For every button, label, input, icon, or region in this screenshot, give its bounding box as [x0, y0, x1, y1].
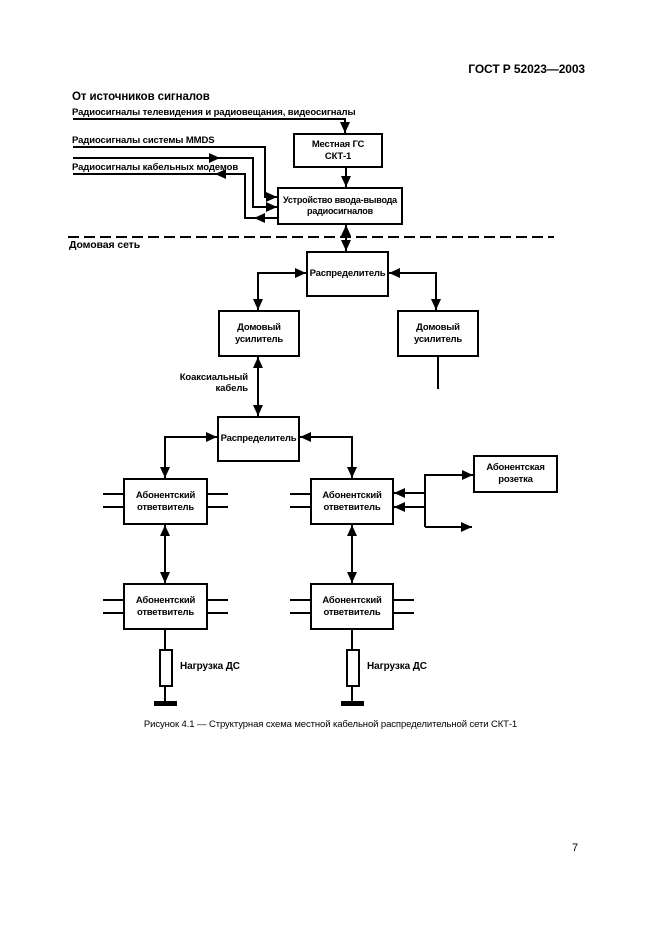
modem-upstream-drop	[252, 158, 254, 207]
house-amplifier-right-box: Домовый усилитель	[397, 310, 479, 357]
tap-stub	[208, 612, 228, 614]
arrowhead-up-icon	[160, 525, 170, 536]
distributor1-left-link	[258, 272, 307, 274]
arrowhead-down-icon	[253, 405, 263, 416]
arrowhead-right-icon	[461, 522, 472, 532]
distributor2-right-link	[300, 436, 353, 438]
load-ground-lead-left	[164, 687, 166, 702]
arrowhead-down-icon	[347, 572, 357, 583]
arrowhead-right-icon	[462, 470, 473, 480]
network-divider-line	[68, 236, 554, 238]
arrowhead-left-icon	[215, 169, 226, 179]
tap-stub	[208, 599, 228, 601]
arrowhead-right-icon	[295, 268, 306, 278]
arrowhead-down-icon	[341, 176, 351, 187]
page-number: 7	[572, 842, 579, 854]
subscriber-tap-lower-right-box: Абонентский ответвитель	[310, 583, 394, 630]
arrowhead-right-icon	[266, 202, 277, 212]
modem-upstream-entry	[252, 206, 278, 208]
arrowhead-left-icon	[394, 488, 405, 498]
subscriber-tap-upper-right-box: Абонентский ответвитель	[310, 478, 394, 525]
arrowhead-right-icon	[209, 153, 220, 163]
io-device-box: Устройство ввода-вывода радиосигналов	[277, 187, 403, 225]
distributor2-left-link	[164, 436, 217, 438]
load-resistor-left	[159, 649, 173, 687]
load-lead-left	[164, 630, 166, 649]
arrowhead-left-icon	[254, 213, 265, 223]
arrowhead-down-icon	[341, 240, 351, 251]
arrowhead-down-icon	[431, 299, 441, 310]
load-resistor-right	[346, 649, 360, 687]
distributor1-right-link	[388, 272, 437, 274]
subscriber-tap-upper-left-box: Абонентский ответвитель	[123, 478, 208, 525]
home-network-label: Домовая сеть	[69, 239, 141, 251]
cable-modem-signals-label: Радиосигналы кабельных модемов	[72, 162, 239, 173]
load-lead-right	[351, 630, 353, 649]
tap-to-tap-line-right	[351, 525, 353, 583]
tap-stub	[290, 493, 310, 495]
mmds-line	[73, 146, 266, 148]
arrowhead-up-icon	[341, 225, 351, 236]
tap-stub	[290, 506, 310, 508]
coax-cable-label: Коаксиальный кабель	[179, 372, 248, 395]
subscriber-outlet-box: Абонентская розетка	[473, 455, 558, 493]
load-label-right: Нагрузка ДС	[367, 661, 427, 672]
tap-to-tap-line-left	[164, 525, 166, 583]
document-header: ГОСТ Р 52023—2003	[468, 62, 585, 76]
headend-box: Местная ГС СКТ-1	[293, 133, 383, 168]
tap-stub	[394, 599, 414, 601]
tv-signal-line	[73, 118, 346, 120]
tap-stub	[208, 493, 228, 495]
arrowhead-left-icon	[300, 432, 311, 442]
tap-stub	[103, 612, 123, 614]
tap-return-line	[393, 492, 426, 494]
tap-stub	[103, 599, 123, 601]
load-label-left: Нагрузка ДС	[180, 661, 240, 672]
outlet-bus-line	[424, 474, 426, 527]
tap-stub	[208, 506, 228, 508]
modem-upstream-line	[73, 157, 254, 159]
arrowhead-up-icon	[347, 525, 357, 536]
mmds-line-drop	[264, 147, 266, 197]
tap-stub	[103, 506, 123, 508]
outlet-branch-line	[425, 526, 472, 528]
distributor-1-box: Распределитель	[306, 251, 389, 297]
tap-stub	[290, 599, 310, 601]
house-amplifier-left-box: Домовый усилитель	[218, 310, 300, 357]
arrowhead-down-icon	[340, 122, 350, 133]
arrowhead-right-icon	[206, 432, 217, 442]
right-amp-drop	[435, 272, 437, 310]
coax-cable-line	[257, 357, 259, 416]
left-amp-drop	[257, 272, 259, 310]
arrowhead-up-icon	[253, 357, 263, 368]
tv-signals-label: Радиосигналы телевидения и радиовещания,…	[72, 107, 356, 118]
tap-stub	[103, 493, 123, 495]
tap-stub	[290, 612, 310, 614]
modem-return-drop	[244, 174, 246, 218]
mmds-signals-label: Радиосигналы системы MMDS	[72, 135, 215, 146]
ground-symbol-right	[341, 701, 364, 706]
io-to-distributor-line	[345, 225, 347, 251]
arrowhead-down-icon	[253, 299, 263, 310]
figure-caption: Рисунок 4.1 — Структурная схема местной …	[143, 719, 518, 730]
arrowhead-down-icon	[160, 572, 170, 583]
modem-return-line	[73, 173, 246, 175]
arrowhead-down-icon	[160, 467, 170, 478]
tap-return-line	[393, 506, 426, 508]
right-amp-stub-line	[437, 357, 439, 389]
tap-stub	[394, 612, 414, 614]
signal-sources-heading: От источников сигналов	[72, 91, 210, 103]
arrowhead-down-icon	[347, 467, 357, 478]
ground-symbol-left	[154, 701, 177, 706]
arrowhead-left-icon	[389, 268, 400, 278]
arrowhead-left-icon	[394, 502, 405, 512]
load-ground-lead-right	[351, 687, 353, 702]
distributor-2-box: Распределитель	[217, 416, 300, 462]
arrowhead-right-icon	[266, 192, 277, 202]
left-tap-drop	[164, 436, 166, 478]
right-tap-drop	[351, 436, 353, 478]
subscriber-tap-lower-left-box: Абонентский ответвитель	[123, 583, 208, 630]
outlet-feed-line	[425, 474, 473, 476]
